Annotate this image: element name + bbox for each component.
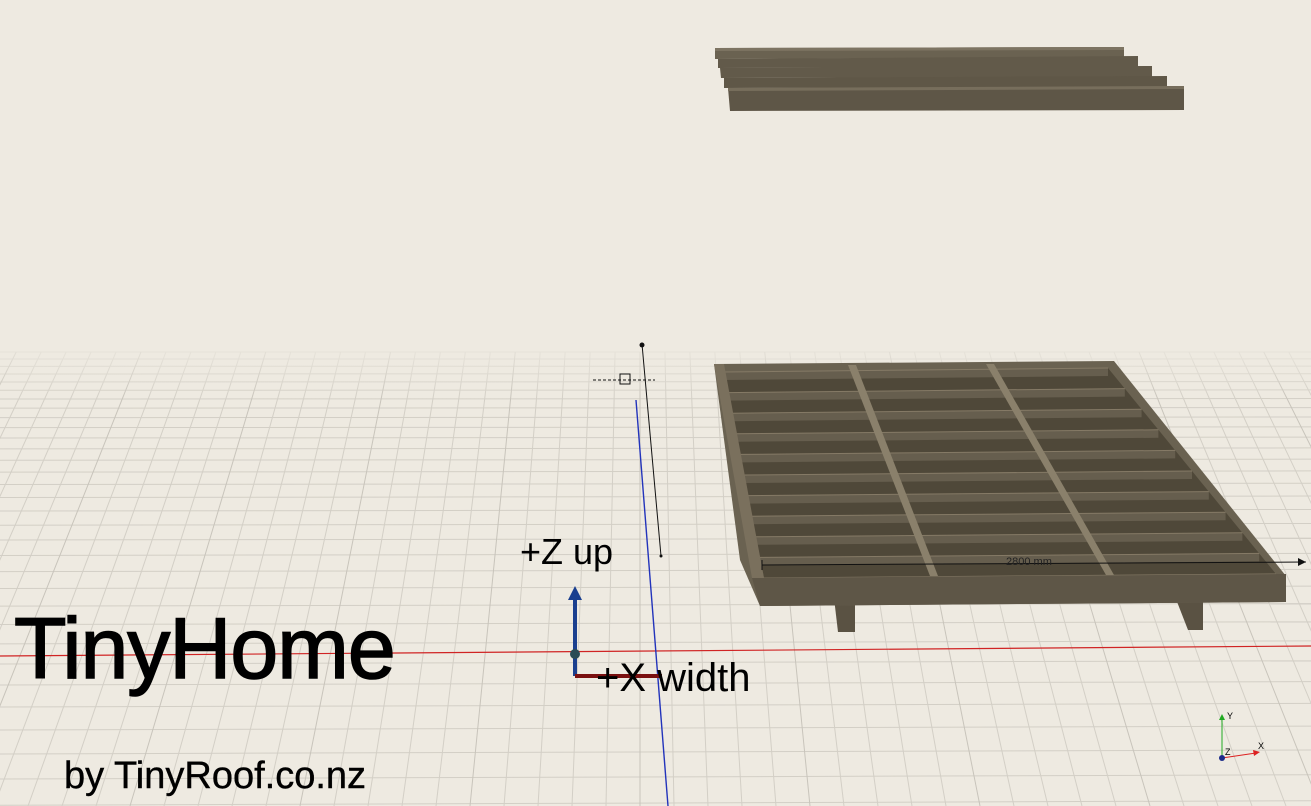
dimension-label: 2800 mm — [1006, 556, 1052, 568]
y-axis-line — [635, 399, 669, 806]
z-axis-label: +Z up — [520, 531, 614, 572]
orientation-triad-icon[interactable]: Y X Z — [1208, 708, 1268, 768]
brand-subtitle: by TinyRoof.co.nz — [64, 755, 367, 797]
origin-axes — [568, 586, 662, 678]
triad-z-label: Z — [1225, 747, 1231, 757]
triad-x-label: X — [1258, 741, 1264, 751]
dimension-line — [761, 558, 1307, 570]
brand-title: TinyHome — [13, 601, 396, 697]
x-axis-label: +X width — [596, 656, 751, 700]
floor-frame[interactable] — [714, 361, 1286, 632]
triad-y-label: Y — [1227, 711, 1233, 721]
height-measure — [593, 342, 663, 558]
roof-rafters[interactable] — [715, 47, 1184, 111]
